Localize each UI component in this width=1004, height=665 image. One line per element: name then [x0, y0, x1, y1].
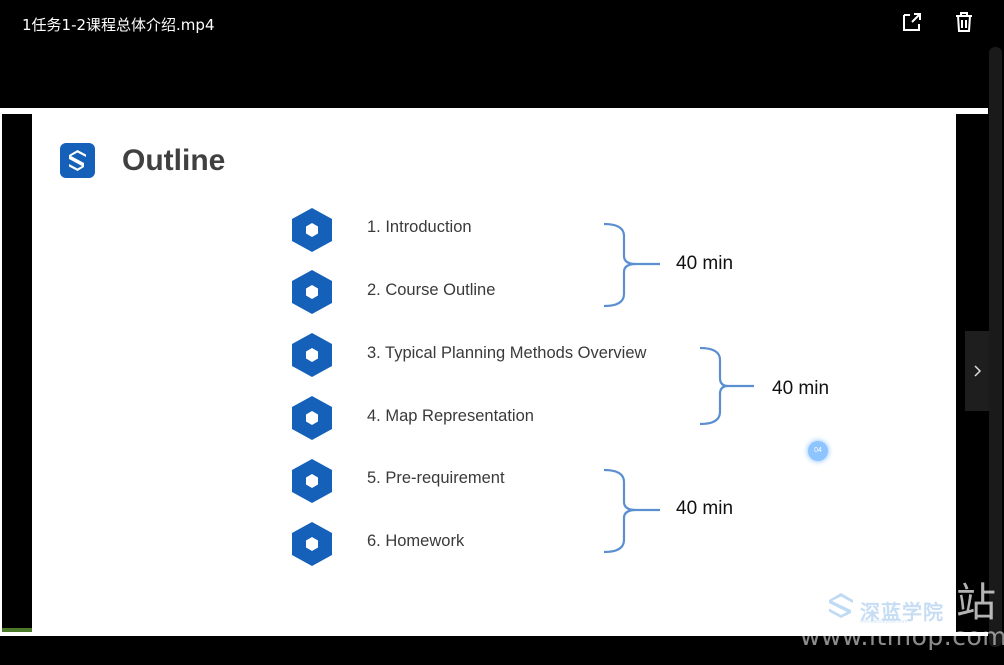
watermark-url: www.itmop.com — [800, 622, 1004, 651]
chevron-right-icon — [974, 365, 982, 377]
brand-logo-icon — [60, 143, 95, 178]
hexagon-bullet-icon — [289, 458, 335, 504]
watermark-char: 站 — [956, 580, 996, 626]
outline-item-2: 2. Course Outline — [367, 281, 496, 299]
curly-bracket-icon — [603, 222, 660, 308]
scrollbar[interactable] — [989, 47, 1002, 647]
presentation-slide: Outline 1. Introduction 2. Course Outlin… — [32, 114, 956, 632]
duration-label-2: 40 min — [772, 378, 830, 399]
outline-item-5: 5. Pre-requirement — [367, 469, 505, 487]
outline-item-4: 4. Map Representation — [367, 407, 534, 425]
curly-bracket-icon — [699, 346, 754, 426]
hexagon-bullet-icon — [289, 395, 335, 441]
page-indicator-badge: 04 — [808, 441, 828, 461]
watermark-brand: 深蓝学院 — [860, 600, 944, 624]
video-player[interactable]: Outline 1. Introduction 2. Course Outlin… — [0, 108, 988, 636]
duration-label-3: 40 min — [676, 498, 734, 519]
video-letterbox-strip — [2, 628, 32, 632]
hexagon-bullet-icon — [289, 332, 335, 378]
outline-item-1: 1. Introduction — [367, 218, 472, 236]
hexagon-bullet-icon — [289, 521, 335, 567]
outline-item-3: 3. Typical Planning Methods Overview — [367, 344, 647, 362]
open-external-icon[interactable] — [900, 10, 924, 34]
watermark-sub: shenlanxueyuan.com — [860, 619, 908, 625]
slide-title: Outline — [122, 144, 226, 177]
next-button[interactable] — [965, 331, 989, 411]
curly-bracket-icon — [603, 468, 660, 554]
duration-label-1: 40 min — [676, 253, 734, 274]
file-title: 1任务1-2课程总体介绍.mp4 — [22, 16, 215, 34]
outline-item-6: 6. Homework — [367, 532, 465, 550]
watermark-logo-icon — [826, 590, 856, 625]
trash-icon[interactable] — [952, 10, 976, 34]
hexagon-bullet-icon — [289, 207, 335, 253]
video-letterbox-left — [2, 114, 32, 632]
hexagon-bullet-icon — [289, 269, 335, 315]
